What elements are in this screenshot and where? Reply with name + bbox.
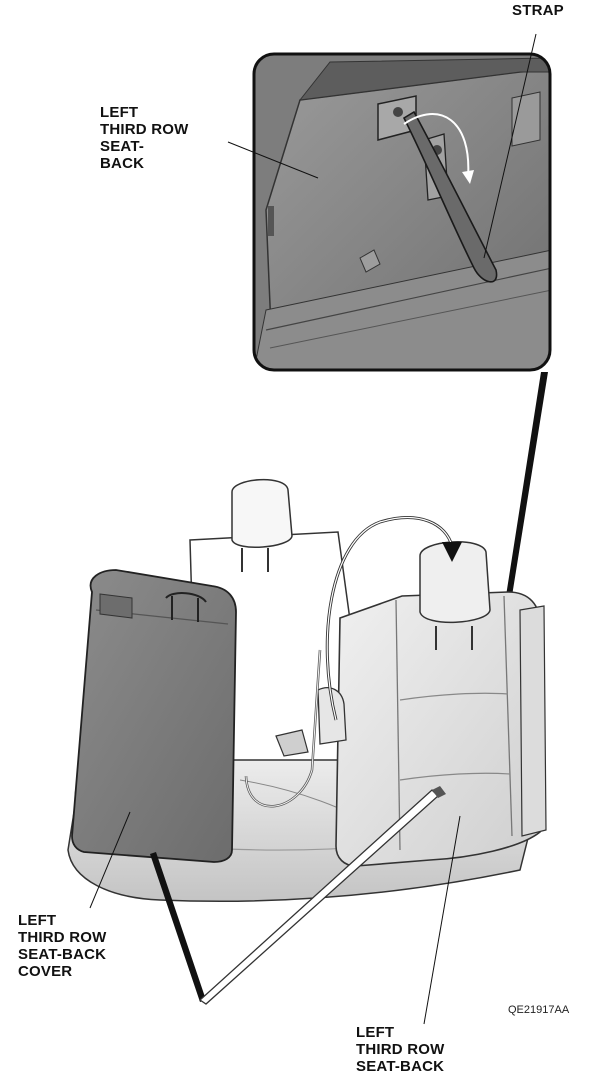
label-strap-text: STRAP (512, 2, 564, 19)
label-seatback-cover-line-4: COVER (18, 963, 106, 980)
label-seatback-bottom-line-2: THIRD ROW (356, 1041, 444, 1058)
detail-inset (254, 54, 552, 370)
inset-leader (506, 372, 548, 596)
label-seatback-cover: LEFT THIRD ROW SEAT-BACK COVER (18, 912, 106, 980)
label-strap: STRAP (512, 2, 564, 19)
label-seatback-top-line-4: BACK (100, 155, 188, 172)
label-seatback-cover-line-1: LEFT (18, 912, 106, 929)
label-seatback-top-line-2: THIRD ROW (100, 121, 188, 138)
right-seatback (336, 592, 540, 866)
rear-headrest (232, 480, 292, 548)
label-seatback-bottom-line-1: LEFT (356, 1024, 444, 1041)
label-seatback-cover-line-3: SEAT-BACK (18, 946, 106, 963)
label-seatback-cover-line-2: THIRD ROW (18, 929, 106, 946)
seatback-cover (72, 570, 236, 862)
label-seatback-bottom-line-3: SEAT-BACK (356, 1058, 444, 1075)
figure-code: QE21917AA (508, 1004, 569, 1016)
label-seatback-top-line-3: SEAT- (100, 138, 188, 155)
label-seatback-top: LEFT THIRD ROW SEAT- BACK (100, 104, 188, 172)
main-figure (68, 480, 546, 1004)
label-seatback-bottom: LEFT THIRD ROW SEAT-BACK (356, 1024, 444, 1075)
label-seatback-top-line-1: LEFT (100, 104, 188, 121)
